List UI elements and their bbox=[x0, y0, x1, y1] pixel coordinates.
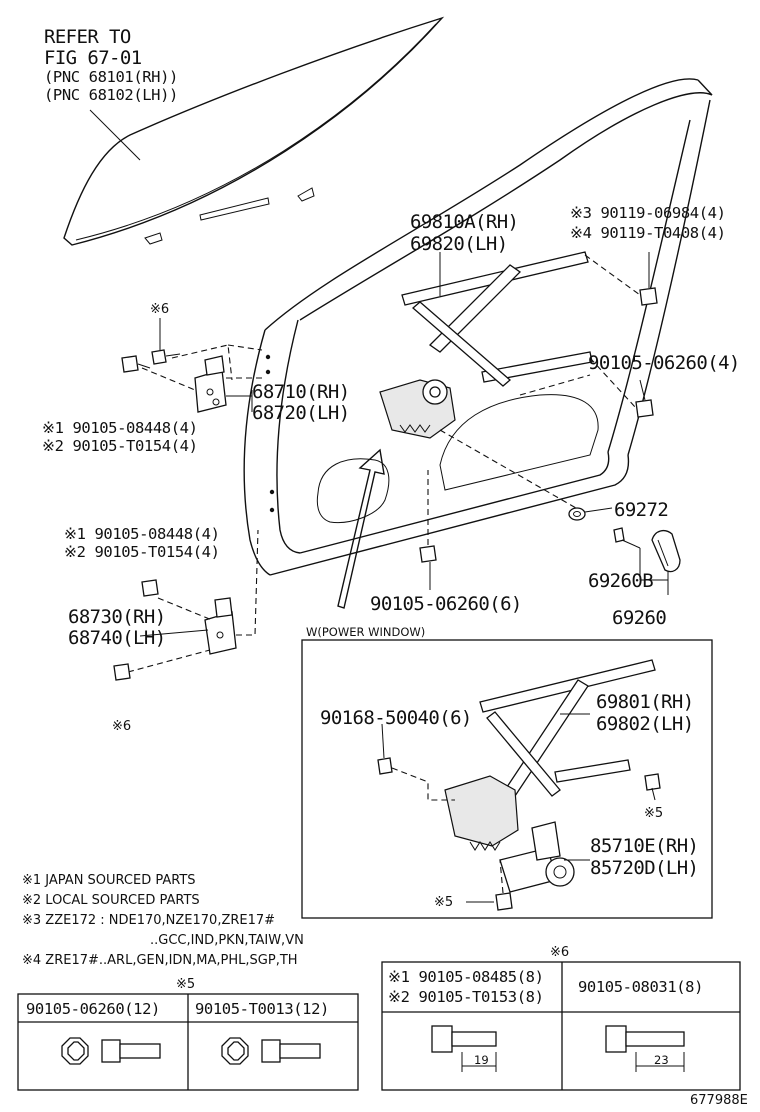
regulator-bolt-upper bbox=[584, 252, 658, 306]
lower-bolt-mark: ※6 bbox=[112, 719, 131, 734]
note-3-cont: ..GCC,IND,PKN,TAIW,VN bbox=[150, 933, 304, 948]
upper-hinge-rh-label: 68710(RH) bbox=[252, 381, 350, 403]
window-regulator-power bbox=[444, 659, 656, 851]
leader-lines bbox=[139, 252, 669, 903]
table6-col1-line1: ※1 90105-08485(8) bbox=[388, 968, 544, 986]
lower-hinge-bolt-1-label: ※1 90105-08448(4) bbox=[64, 525, 220, 543]
note-2: ※2 LOCAL SOURCED PARTS bbox=[22, 893, 200, 908]
bolt-bottom-label: 90105-06260(6) bbox=[370, 593, 522, 615]
bolt-a3-label: ※3 90119-06984(4) bbox=[570, 204, 726, 222]
power-window-motor bbox=[499, 821, 575, 893]
regulator-lh-label: 69820(LH) bbox=[410, 233, 508, 255]
power-mark-right: ※5 bbox=[644, 806, 663, 821]
lower-hinge-bolt-2-label: ※2 90105-T0154(4) bbox=[64, 543, 220, 561]
power-bolt-left bbox=[377, 757, 455, 801]
lower-hinge bbox=[127, 529, 259, 673]
grommet-label: 69272 bbox=[614, 499, 668, 521]
note-4: ※4 ZRE17#..ARL,GEN,IDN,MA,PHL,SGP,TH bbox=[22, 953, 298, 968]
power-mark-left: ※5 bbox=[434, 895, 453, 910]
power-regulator-rh-label: 69801(RH) bbox=[596, 691, 694, 713]
table5-col1: 90105-06260(12) bbox=[26, 1000, 160, 1018]
power-bolt-label: 90168-50040(6) bbox=[320, 707, 472, 729]
power-bolt-right bbox=[644, 773, 661, 791]
upper-hinge-bolt-b bbox=[121, 355, 151, 373]
note-1: ※1 JAPAN SOURCED PARTS bbox=[22, 873, 196, 888]
power-bolt-bottom bbox=[495, 859, 513, 911]
grommet-69272 bbox=[568, 507, 613, 521]
handle-sub-label: 69260B bbox=[588, 570, 653, 592]
figure-id: 677988E bbox=[690, 1093, 748, 1108]
bolt-right-label: 90105-06260(4) bbox=[588, 352, 740, 374]
table-mark5 bbox=[17, 993, 359, 1091]
table6-dim2: 23 bbox=[654, 1053, 669, 1067]
door-frame bbox=[243, 78, 713, 576]
lower-hinge-rh-label: 68730(RH) bbox=[68, 606, 166, 628]
bolt-a4-label: ※4 90119-T0408(4) bbox=[570, 224, 726, 242]
direction-arrow bbox=[337, 448, 385, 609]
regulator-bolt-lower bbox=[519, 357, 654, 418]
regulator-rh-label: 69810A(RH) bbox=[410, 211, 518, 233]
table6-col1-line2: ※2 90105-T0153(8) bbox=[388, 988, 544, 1006]
power-regulator-lh-label: 69802(LH) bbox=[596, 713, 694, 735]
upper-hinge-lh-label: 68720(LH) bbox=[252, 402, 350, 424]
lower-hinge-bolt-b bbox=[113, 663, 131, 681]
bolt-top-mark: ※6 bbox=[150, 302, 169, 317]
note-3: ※3 ZZE172 : NDE170,NZE170,ZRE17# bbox=[22, 913, 275, 928]
motor-lh-label: 85720D(LH) bbox=[590, 857, 698, 879]
pnc-lh: (PNC 68102(LH)) bbox=[44, 86, 178, 104]
handle-69260 bbox=[439, 429, 681, 573]
table5-mark: ※5 bbox=[176, 977, 195, 992]
hinge-bolt-2-label: ※2 90105-T0154(4) bbox=[42, 437, 198, 455]
panel-bolt-bottom bbox=[419, 470, 437, 590]
power-window-title: W(POWER WINDOW) bbox=[306, 625, 425, 639]
window-regulator-manual bbox=[379, 251, 593, 439]
power-window-box bbox=[301, 639, 713, 919]
pnc-rh: (PNC 68101(RH)) bbox=[44, 68, 178, 86]
upper-hinge-bolt-a bbox=[151, 349, 181, 365]
refer-line2: FIG 67-01 bbox=[44, 47, 142, 69]
hinge-bolt-1-label: ※1 90105-08448(4) bbox=[42, 419, 198, 437]
motor-rh-label: 85710E(RH) bbox=[590, 835, 698, 857]
table6-mark: ※6 bbox=[550, 945, 569, 960]
handle-label: 69260 bbox=[612, 607, 666, 629]
refer-line1: REFER TO bbox=[44, 26, 131, 48]
door-glass bbox=[63, 16, 445, 246]
lower-hinge-bolt-a bbox=[141, 579, 159, 597]
lower-hinge-lh-label: 68740(LH) bbox=[68, 627, 166, 649]
table5-col2: 90105-T0013(12) bbox=[195, 1000, 329, 1018]
upper-hinge bbox=[141, 344, 263, 413]
table-mark6 bbox=[381, 961, 741, 1091]
table6-dim1: 19 bbox=[474, 1053, 489, 1067]
table6-col2: 90105-08031(8) bbox=[578, 978, 703, 996]
